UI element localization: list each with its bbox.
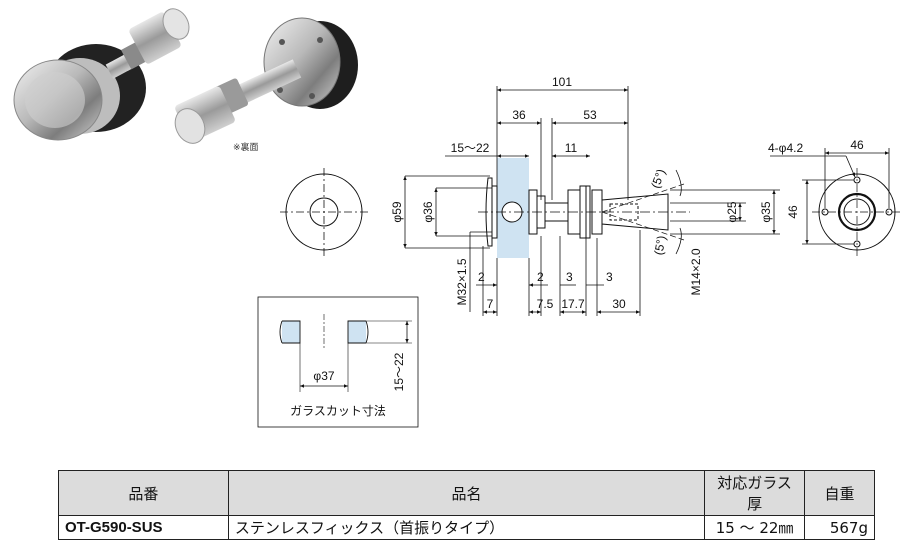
cell-weight: 567g — [804, 515, 875, 540]
dim-53: 53 — [583, 108, 597, 122]
dim-nut-left: 3 — [566, 270, 573, 284]
dim-11: 11 — [565, 141, 578, 155]
product-photo-back — [174, 17, 358, 144]
table-row: OT-G590-SUS ステンレスフィックス（首振りタイプ） 15 ～ 22㎜ … — [58, 515, 875, 540]
cell-part-number: OT-G590-SUS — [58, 515, 229, 540]
dim-m14: M14×2.0 — [689, 248, 703, 295]
photo-note: ※裏面 — [233, 141, 259, 153]
header-weight: 自重 — [804, 470, 875, 516]
spec-table: 品番 品名 対応ガラス厚 自重 OT-G590-SUS ステンレスフィックス（首… — [58, 470, 875, 540]
dim-angle-top: (5°) — [648, 167, 668, 190]
side-view — [478, 158, 690, 258]
dim-phi25: φ25 — [725, 201, 739, 222]
dim-cut-thickness: 15～22 — [392, 352, 406, 391]
header-part-number: 品番 — [58, 470, 229, 516]
dim-phi59: φ59 — [390, 201, 404, 222]
cell-glass-thickness: 15 ～ 22㎜ — [704, 515, 806, 540]
dim-cut-diameter: φ37 — [313, 369, 334, 383]
dim-30: 30 — [612, 297, 626, 311]
dim-m32: M32×1.5 — [455, 258, 469, 305]
table-header-row: 品番 品名 対応ガラス厚 自重 — [58, 470, 875, 516]
dim-flange-height: 46 — [786, 205, 800, 219]
dim-phi35: φ35 — [759, 201, 773, 222]
dimension-lines — [403, 86, 780, 316]
dim-holes: 4-φ4.2 — [768, 141, 803, 155]
header-glass-thickness: 対応ガラス厚 — [704, 470, 806, 516]
dim-glass-thickness: 15～22 — [451, 141, 490, 155]
glass-cut-inset — [257, 296, 419, 428]
header-product-name: 品名 — [227, 470, 706, 516]
dim-angle-bottom: (5°) — [651, 235, 668, 257]
cell-product-name: ステンレスフィックス（首振りタイプ） — [227, 515, 706, 540]
dim-nut-right: 3 — [606, 270, 613, 284]
product-photo-front — [13, 8, 190, 141]
dim-7-5: 7.5 — [537, 297, 554, 311]
dim-101: 101 — [552, 75, 572, 89]
dim-flange-width: 46 — [850, 138, 864, 152]
dim-36: 36 — [512, 108, 526, 122]
front-view — [280, 168, 368, 256]
inset-caption: ガラスカット寸法 — [290, 404, 386, 418]
dim-7: 7 — [487, 297, 494, 311]
dim-17-7: 17.7 — [561, 297, 585, 311]
dim-gap-right: 2 — [537, 270, 544, 284]
rear-view — [770, 148, 900, 256]
dim-gap-left: 2 — [478, 270, 485, 284]
dim-phi36: φ36 — [421, 201, 435, 222]
